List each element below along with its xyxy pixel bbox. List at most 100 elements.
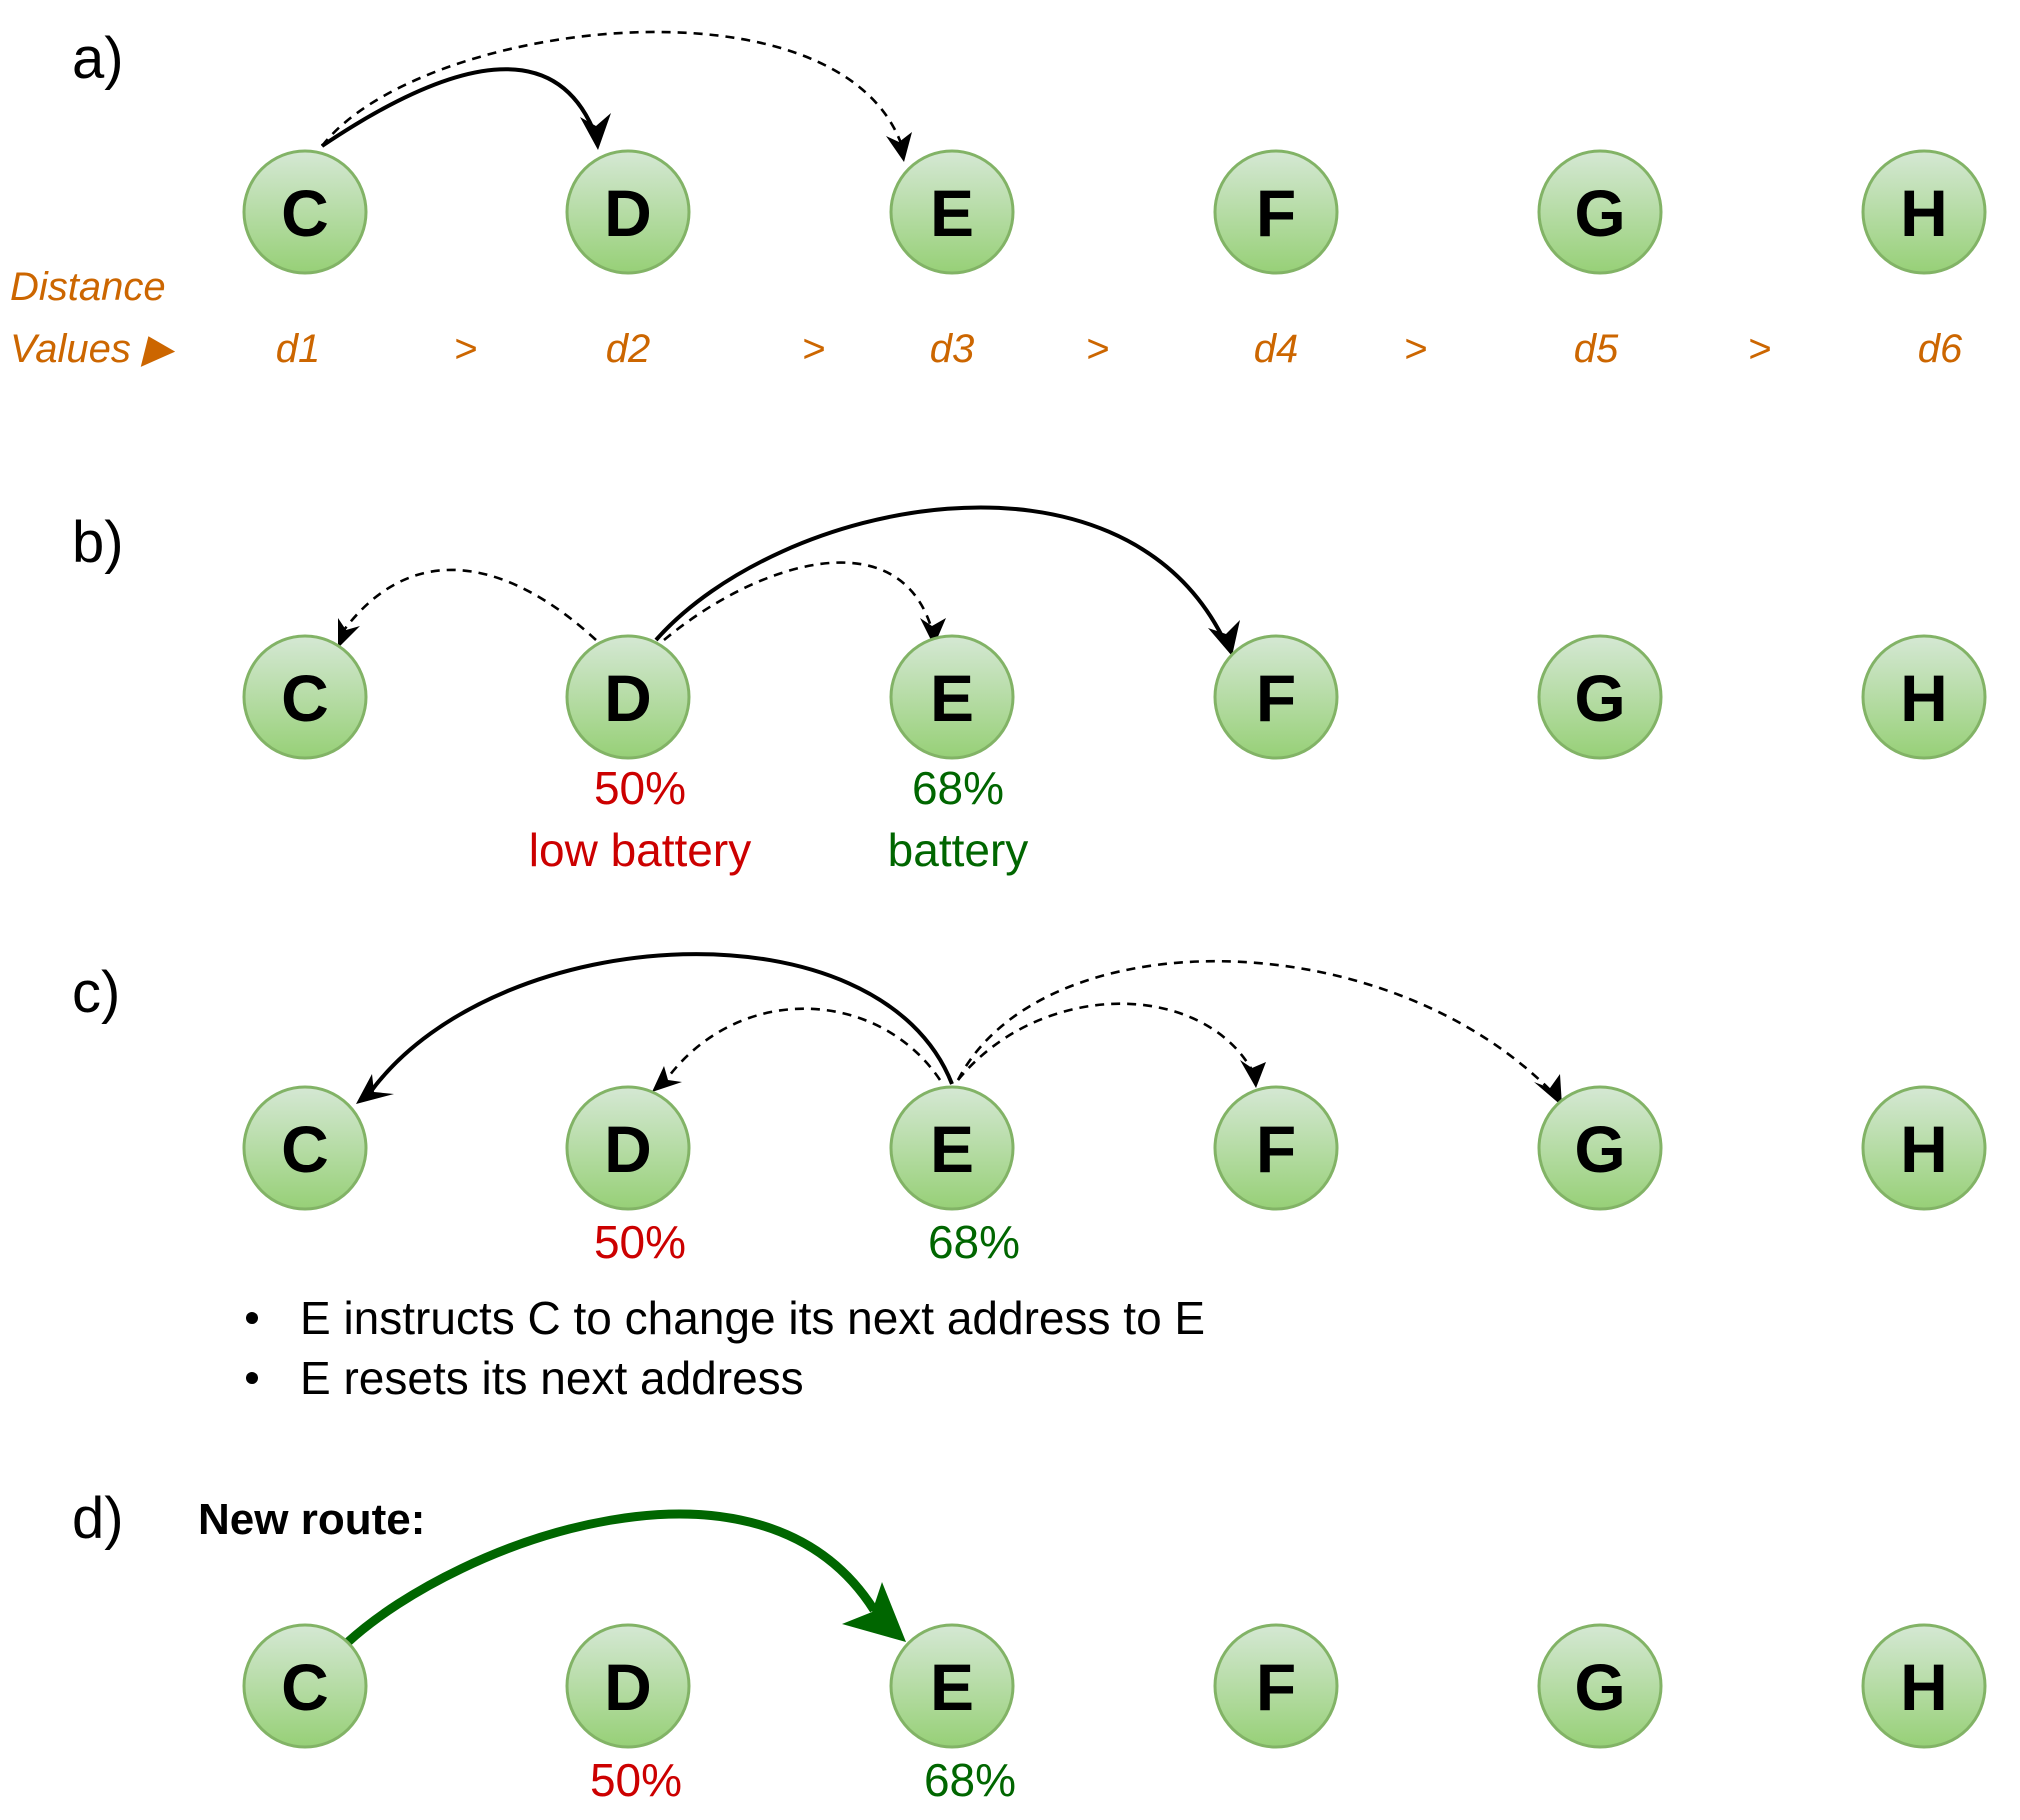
arrowhead-e-to-g [1534, 1074, 1562, 1106]
values-label: Values ▶ [10, 327, 176, 371]
node-row-d: C D E F G H [242, 1623, 1987, 1749]
greater-than-3: > [1086, 327, 1109, 371]
node-e: E [889, 149, 1015, 275]
distance-d6: d6 [1918, 327, 1963, 371]
node-row-b: C D E F G H [242, 634, 1987, 760]
arrowhead-e-to-f [1240, 1060, 1266, 1088]
svg-text:D: D [604, 176, 652, 250]
node-c: C [242, 1623, 368, 1749]
distance-d3: d3 [930, 327, 975, 371]
node-f: F [1213, 1623, 1339, 1749]
greater-than-1: > [454, 327, 477, 371]
node-g: G [1537, 1085, 1663, 1211]
node-d: D [565, 1085, 691, 1211]
panel-c-label: c) [72, 960, 120, 1025]
svg-text:G: G [1574, 1112, 1625, 1186]
d-battery-percent: 50% [594, 1216, 686, 1268]
svg-text:C: C [281, 176, 329, 250]
instruction-item-2: E resets its next address [300, 1352, 804, 1404]
node-h: H [1861, 1623, 1987, 1749]
svg-text:E: E [930, 1650, 974, 1724]
arrow-c-to-e-dashed [320, 30, 904, 147]
svg-text:F: F [1256, 176, 1296, 250]
arrow-e-to-d-dashed [664, 1007, 942, 1081]
svg-text:F: F [1256, 661, 1296, 735]
svg-text:G: G [1574, 176, 1625, 250]
arrow-c-to-d [320, 67, 600, 148]
greater-than-2: > [802, 327, 825, 371]
distance-label: Distance [10, 265, 166, 309]
distance-d1: d1 [276, 327, 321, 371]
panel-b-label: b) [72, 510, 124, 575]
arrow-e-to-g-dashed [956, 959, 1551, 1091]
arrowhead-c-to-d [580, 113, 611, 150]
node-h: H [1861, 1085, 1987, 1211]
node-e: E [889, 634, 1015, 760]
arrowhead-e-to-d [652, 1066, 682, 1092]
distance-d5: d5 [1574, 327, 1619, 371]
svg-text:G: G [1574, 661, 1625, 735]
d-battery-status: low battery [529, 824, 751, 876]
instruction-list: E instructs C to change its next address… [246, 1292, 1205, 1404]
node-g: G [1537, 1623, 1663, 1749]
arrowhead-e-to-c [356, 1074, 394, 1104]
node-c: C [242, 149, 368, 275]
instruction-item-1: E instructs C to change its next address… [300, 1292, 1205, 1344]
arrowhead-d-to-e [920, 618, 946, 646]
panel-d-label: d) [72, 1486, 124, 1551]
svg-text:H: H [1900, 176, 1948, 250]
svg-text:H: H [1900, 1112, 1948, 1186]
e-battery-status: battery [888, 824, 1029, 876]
node-g: G [1537, 634, 1663, 760]
bullet-2 [246, 1372, 258, 1384]
distance-d4: d4 [1254, 327, 1299, 371]
arrow-d-to-e-dashed [663, 561, 934, 641]
d-battery-percent: 50% [590, 1754, 682, 1806]
panel-a-label: a) [72, 26, 124, 91]
bullet-1 [246, 1312, 258, 1324]
svg-text:G: G [1574, 1650, 1625, 1724]
arrow-new-route-c-to-e [344, 1509, 878, 1646]
new-route-title: New route: [198, 1495, 425, 1544]
arrowhead-new-route [842, 1582, 906, 1642]
svg-text:E: E [930, 1112, 974, 1186]
svg-text:H: H [1900, 1650, 1948, 1724]
node-c: C [242, 634, 368, 760]
panel-b: b) C D E F G H 50% low battery 68% batte… [72, 505, 1987, 876]
svg-text:D: D [604, 1112, 652, 1186]
node-f: F [1213, 634, 1339, 760]
node-f: F [1213, 1085, 1339, 1211]
svg-text:C: C [281, 661, 329, 735]
svg-text:D: D [604, 1650, 652, 1724]
panel-d: d) New route: C D E F G H 50% 68% [72, 1486, 1987, 1806]
node-d: D [565, 149, 691, 275]
e-battery-percent: 68% [912, 762, 1004, 814]
svg-text:D: D [604, 661, 652, 735]
node-c: C [242, 1085, 368, 1211]
greater-than-4: > [1404, 327, 1427, 371]
panel-c: c) C D E F G H 50% 68% E instructs C to … [72, 952, 1987, 1404]
arrowhead-d-to-c [338, 618, 360, 648]
greater-than-5: > [1748, 327, 1771, 371]
svg-text:E: E [930, 661, 974, 735]
node-g: G [1537, 149, 1663, 275]
node-e: E [889, 1085, 1015, 1211]
distance-values: d1 d2 d3 d4 d5 d6 > > > > > [276, 327, 1963, 371]
arrow-d-to-f [654, 505, 1226, 642]
d-battery-percent: 50% [594, 762, 686, 814]
node-d: D [565, 634, 691, 760]
svg-text:H: H [1900, 661, 1948, 735]
arrowhead-d-to-f [1208, 620, 1240, 656]
panel-a: a) C D E F G H Distance Values ▶ d1 d2 d… [10, 26, 1987, 371]
svg-text:F: F [1256, 1650, 1296, 1724]
arrowhead-c-to-e [886, 132, 912, 162]
node-e: E [889, 1623, 1015, 1749]
node-h: H [1861, 634, 1987, 760]
node-row-c: C D E F G H [242, 1085, 1987, 1211]
node-row-a: C D E F G H [242, 149, 1987, 275]
e-battery-percent: 68% [928, 1216, 1020, 1268]
node-d: D [565, 1623, 691, 1749]
svg-text:C: C [281, 1650, 329, 1724]
node-h: H [1861, 149, 1987, 275]
